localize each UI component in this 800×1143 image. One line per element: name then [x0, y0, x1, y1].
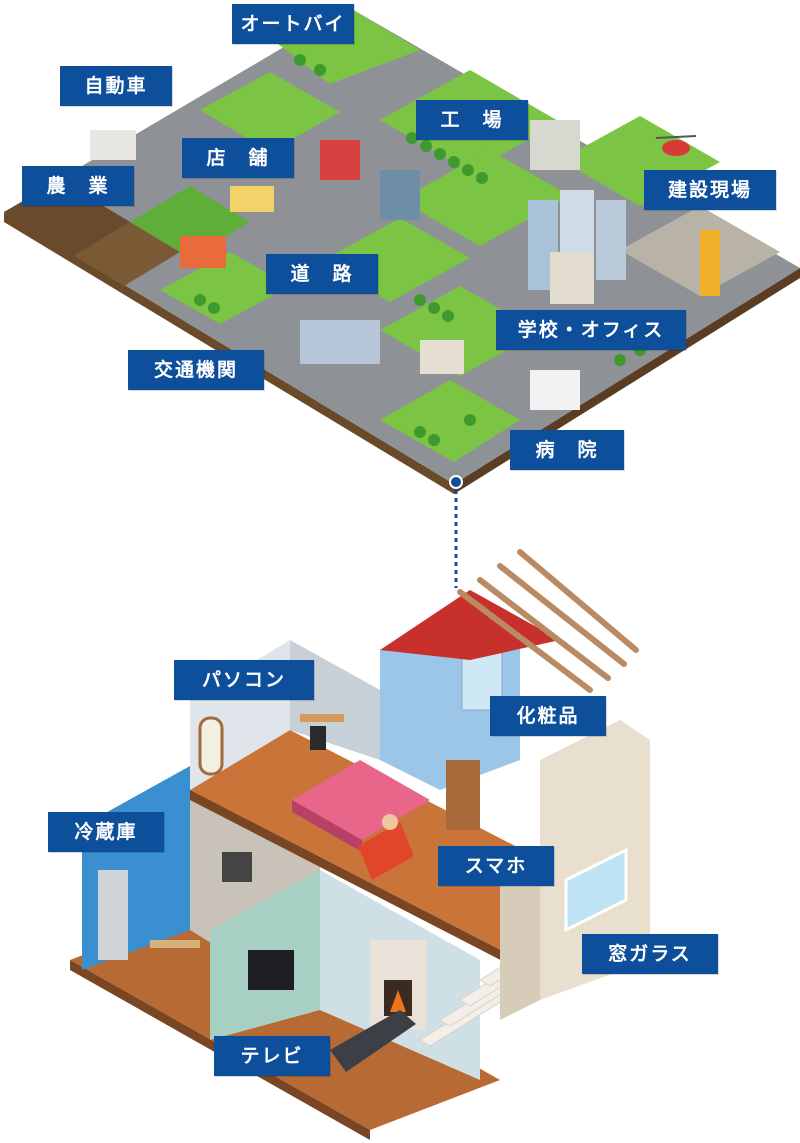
- label-factory: 工 場: [416, 100, 528, 140]
- house-cutaway: [70, 549, 650, 1140]
- city-map: [4, 8, 800, 494]
- label-fridge: 冷蔵庫: [48, 812, 164, 852]
- label-motorcycle: オートバイ: [232, 4, 354, 44]
- label-store: 店 舗: [182, 138, 294, 178]
- label-construction: 建設現場: [644, 170, 776, 210]
- label-car: 自動車: [60, 66, 172, 106]
- label-hospital: 病 院: [510, 430, 624, 470]
- label-road: 道 路: [266, 254, 378, 294]
- label-tv: テレビ: [214, 1036, 330, 1076]
- label-pc: パソコン: [174, 660, 314, 700]
- label-transport: 交通機関: [128, 350, 264, 390]
- label-farm: 農 業: [22, 166, 134, 206]
- connector-dot: [449, 475, 463, 489]
- label-cosmetics: 化粧品: [490, 696, 606, 736]
- label-school-office: 学校・オフィス: [496, 310, 686, 350]
- label-smartphone: スマホ: [438, 846, 554, 886]
- label-window-glass: 窓ガラス: [582, 934, 718, 974]
